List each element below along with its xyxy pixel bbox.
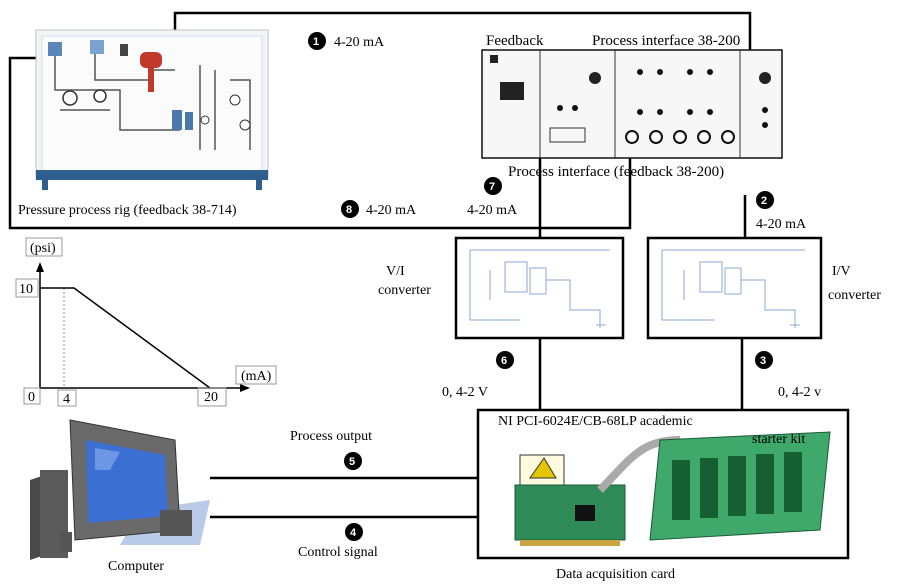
iv-converter-label-2: converter: [828, 288, 881, 303]
daq-caption: Data acquisition card: [556, 567, 675, 582]
signal-text: 0, 4-2 V: [442, 385, 488, 400]
computer-label: Computer: [108, 559, 164, 574]
signal-3: 3 0, 4-2 v: [755, 351, 821, 400]
signal-number: 5: [349, 456, 355, 468]
vi-converter-label-2: converter: [378, 283, 431, 298]
process-interface-bottom-label: Process interface (feedback 38-200): [508, 164, 724, 180]
graph-y-unit: (psi): [30, 241, 56, 256]
signal-text: 4-20 mA: [334, 35, 385, 50]
daq-title-2: starter kit: [752, 432, 805, 447]
graph-x-unit: (mA): [241, 369, 272, 384]
rig-label: Pressure process rig (feedback 38-714): [18, 203, 237, 218]
signal-number: 7: [489, 181, 495, 193]
signal-4: 4: [345, 523, 363, 541]
computer-icon: [30, 420, 210, 560]
signal-number: 1: [313, 36, 319, 48]
feedback-label: Feedback: [486, 33, 544, 49]
graph-curve: [40, 288, 210, 388]
signal-2: 2 4-20 mA: [756, 191, 807, 232]
x-arrow-icon: [240, 384, 250, 392]
signal-number: 3: [760, 355, 766, 367]
pressure-rig: [36, 30, 268, 190]
y-arrow-icon: [36, 262, 44, 272]
signal-text: 4-20 mA: [756, 217, 807, 232]
graph-origin: 0: [28, 390, 35, 405]
signal-number: 8: [346, 204, 352, 216]
signal-number: 4: [350, 527, 357, 539]
graph-x-tick-20: 20: [204, 390, 218, 405]
control-valve-icon: [140, 52, 162, 68]
graph-x-tick-4: 4: [63, 392, 70, 407]
signal-number: 6: [501, 355, 507, 367]
signal-8: 8 4-20 mA: [341, 200, 417, 218]
signal-text: 0, 4-2 v: [778, 385, 821, 400]
signal-7: 7 4-20 mA: [467, 177, 518, 218]
process-interface-top-label: Process interface 38-200: [592, 33, 740, 49]
signal-text: 4-20 mA: [467, 203, 518, 218]
control-signal-label: Control signal: [298, 545, 378, 560]
graph-y-tick-10: 10: [19, 282, 33, 297]
iv-converter: [648, 238, 821, 338]
signal-1: 1 4-20 mA: [308, 32, 385, 50]
signal-text: 4-20 mA: [366, 203, 417, 218]
vi-converter: [456, 238, 623, 338]
signal-5: 5: [344, 452, 362, 470]
process-output-label: Process output: [290, 429, 372, 444]
daq-title-1: NI PCI-6024E/CB-68LP academic: [498, 414, 693, 429]
iv-converter-label-1: I/V: [832, 264, 851, 279]
pressure-current-graph: (psi) 10 0 4 20 (mA): [16, 238, 276, 407]
signal-6: 6 0, 4-2 V: [442, 351, 514, 400]
process-interface: [482, 50, 782, 158]
vi-converter-label-1: V/I: [386, 264, 405, 279]
signal-number: 2: [761, 195, 767, 207]
